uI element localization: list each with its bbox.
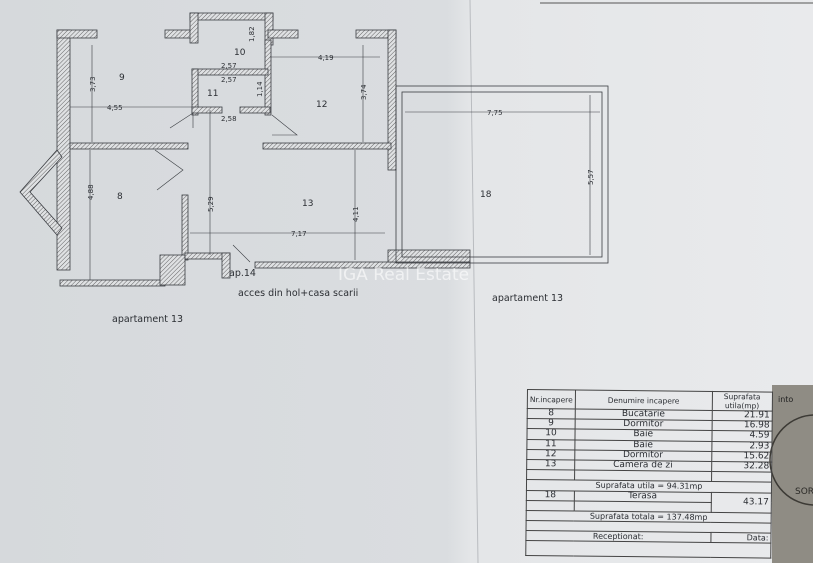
room-13-label: 13: [302, 199, 313, 209]
cell: 2.93: [711, 441, 772, 452]
room-11-label: 11: [207, 89, 218, 99]
dim: 2,58: [221, 115, 237, 123]
dim: 5,29: [207, 196, 215, 212]
cell: 10: [526, 429, 575, 440]
cell: 21.91: [711, 410, 773, 422]
dim: 4,88: [87, 184, 95, 200]
stamp: [769, 414, 813, 506]
ap14-label: ap.14: [229, 268, 256, 279]
dimension-labels: 3,73 4,55 2,57 2,57 1,82 1,14 2,58 4,19 …: [87, 26, 595, 238]
room-18-label: 18: [480, 190, 492, 200]
dim: 1,82: [248, 26, 256, 42]
terrace-outline: [395, 85, 609, 264]
dim: 3,73: [89, 76, 97, 92]
dim: 3,74: [360, 84, 368, 100]
side-header: into: [778, 395, 794, 404]
dim: 4,19: [318, 54, 334, 62]
dim: 4,11: [352, 206, 360, 222]
dim: 7,17: [291, 230, 307, 238]
room-8-label: 8: [117, 192, 123, 202]
date-label: Data:: [710, 532, 772, 544]
dim: 5,57: [587, 169, 595, 185]
cell: 32.28: [711, 461, 772, 473]
dim: 2,57: [221, 76, 237, 84]
dim: 7,75: [487, 109, 503, 117]
dimension-lines: [70, 45, 600, 280]
cell: 15.62: [711, 451, 772, 463]
walls: [56, 12, 471, 287]
apartment-label-right: apartament 13: [492, 293, 563, 304]
cell: 11: [526, 439, 575, 450]
header-nr: Nr.incapere: [527, 389, 576, 410]
dim: 2,57: [221, 62, 237, 70]
apartment-label-left: apartament 13: [112, 314, 183, 325]
dim: 1,14: [256, 81, 264, 97]
stamp-text: SOR: [795, 487, 813, 497]
cell: 13: [526, 459, 575, 471]
room-9-label: 9: [119, 73, 125, 83]
cell: 4.59: [711, 431, 773, 442]
header-area: Suprafata utila(mp): [711, 391, 773, 412]
dim: 4,55: [107, 104, 123, 112]
cell: 16.98: [711, 421, 773, 432]
stamp-strip: [772, 385, 813, 563]
room-10-label: 10: [234, 48, 246, 58]
room-numbers: 8 9 10 11 12 13 18: [117, 48, 492, 209]
room-12-label: 12: [316, 100, 327, 110]
cell: 43.17: [710, 491, 772, 513]
table-header: Nr.incapere Denumire incapere Suprafata …: [527, 389, 773, 412]
area-table: Nr.incapere Denumire incapere Suprafata …: [525, 389, 773, 559]
watermark: IGA Real Estate: [338, 265, 469, 285]
cell: 18: [526, 490, 575, 501]
paper-fold: [469, 0, 479, 563]
header-name: Denumire incapere: [575, 390, 712, 411]
access-note: acces din hol+casa scarii: [238, 288, 358, 299]
